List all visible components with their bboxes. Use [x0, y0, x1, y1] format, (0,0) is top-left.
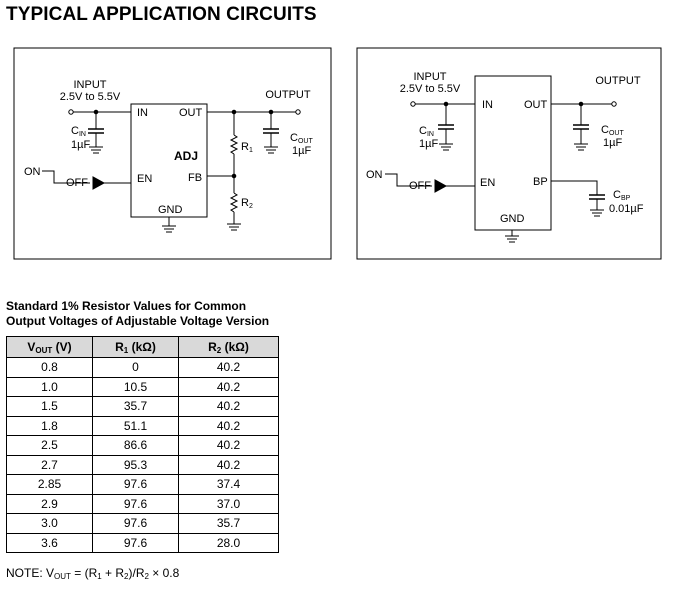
cout-value-label: 1µF: [292, 145, 311, 157]
cell-r2: 28.0: [178, 532, 279, 553]
output-terminal: [295, 109, 301, 115]
cell-vout: 1.5: [6, 396, 93, 417]
input-label-right: INPUT: [414, 71, 447, 83]
cell-vout: 2.7: [6, 454, 93, 475]
chip-name-label: ADJ: [174, 149, 198, 163]
cell-r1: 86.6: [92, 435, 179, 456]
pin-gnd-label: GND: [158, 204, 183, 216]
pin-in-label: IN: [137, 107, 148, 119]
input-terminal-right: [410, 101, 416, 107]
off-label-right: OFF: [409, 180, 431, 192]
adjustable-regulator-circuit: INPUT 2.5V to 5.5V OUTPUT IN OUT ADJ EN …: [13, 47, 332, 260]
cell-r2: 35.7: [178, 513, 279, 534]
r2-label: R2: [241, 197, 253, 210]
cell-r2: 40.2: [178, 415, 279, 436]
input-range-label: 2.5V to 5.5V: [60, 91, 121, 103]
cell-vout: 0.8: [6, 357, 93, 378]
output-label: OUTPUT: [265, 89, 311, 101]
fixed-regulator-circuit: INPUT 2.5V to 5.5V OUTPUT IN OUT EN BP G…: [356, 47, 662, 260]
left-circuit-frame: [13, 47, 332, 260]
cell-vout: 3.6: [6, 532, 93, 553]
pin-bp-label-right: BP: [533, 176, 548, 188]
cell-r2: 40.2: [178, 357, 279, 378]
cin-label: CIN: [71, 125, 86, 138]
input-label: INPUT: [74, 79, 107, 91]
cell-r1: 97.6: [92, 493, 179, 514]
pin-en-label: EN: [137, 173, 152, 185]
cell-r1: 35.7: [92, 396, 179, 417]
cin-value-label: 1µF: [71, 139, 90, 151]
on-label: ON: [24, 166, 41, 178]
cell-r1: 10.5: [92, 376, 179, 397]
input-range-label-right: 2.5V to 5.5V: [400, 83, 461, 95]
cell-vout: 2.85: [6, 474, 93, 495]
r1-label: R1: [241, 141, 253, 154]
cell-r1: 97.6: [92, 532, 179, 553]
cell-r2: 37.4: [178, 474, 279, 495]
cell-vout: 2.9: [6, 493, 93, 514]
cell-r2: 40.2: [178, 435, 279, 456]
cell-vout: 2.5: [6, 435, 93, 456]
cell-r1: 97.6: [92, 474, 179, 495]
cell-vout: 1.0: [6, 376, 93, 397]
output-label-right: OUTPUT: [595, 75, 641, 87]
table-caption-line-2: Output Voltages of Adjustable Voltage Ve…: [6, 314, 270, 328]
cell-r2: 40.2: [178, 454, 279, 475]
pin-out-label: OUT: [179, 107, 203, 119]
circuit-diagrams: INPUT 2.5V to 5.5V OUTPUT IN OUT ADJ EN …: [13, 47, 662, 260]
right-circuit-frame: [356, 47, 662, 260]
cin-value-label-right: 1µF: [419, 138, 438, 150]
on-label-right: ON: [366, 169, 383, 181]
cell-vout: 3.0: [6, 513, 93, 534]
cell-vout: 1.8: [6, 415, 93, 436]
cell-r2: 40.2: [178, 396, 279, 417]
header-vout: VOUT (V): [6, 336, 93, 358]
table-caption-line-1: Standard 1% Resistor Values for Common: [6, 299, 247, 313]
pin-out-label-right: OUT: [524, 99, 548, 111]
output-terminal-right: [611, 101, 617, 107]
cout-label-right: COUT: [601, 124, 624, 137]
formula-note: NOTE: VOUT = (R1 + R2)/R2 × 0.8: [6, 566, 180, 581]
cell-r1: 95.3: [92, 454, 179, 475]
cell-r1: 0: [92, 357, 179, 378]
cout-value-label-right: 1µF: [603, 137, 622, 149]
cell-r2: 40.2: [178, 376, 279, 397]
header-r1: R1 (kΩ): [92, 336, 179, 358]
pin-fb-label: FB: [188, 172, 202, 184]
table-header-row: VOUT (V) R1 (kΩ) R2 (kΩ): [6, 336, 279, 358]
cell-r1: 51.1: [92, 415, 179, 436]
table-caption: Standard 1% Resistor Values for Common O…: [6, 299, 269, 329]
pin-in-label-right: IN: [482, 99, 493, 111]
cout-label: COUT: [290, 132, 313, 145]
pin-en-label-right: EN: [480, 177, 495, 189]
cbp-label: CBP: [613, 189, 631, 202]
cin-label-right: CIN: [419, 125, 434, 138]
header-r2: R2 (kΩ): [178, 336, 279, 358]
cell-r2: 37.0: [178, 493, 279, 514]
fixed-chip-body: [474, 75, 552, 231]
off-label: OFF: [66, 177, 88, 189]
cell-r1: 97.6: [92, 513, 179, 534]
input-terminal: [68, 109, 74, 115]
pin-gnd-label-right: GND: [500, 213, 525, 225]
cbp-value-label: 0.01µF: [609, 203, 644, 215]
page-title: TYPICAL APPLICATION CIRCUITS: [6, 4, 317, 25]
